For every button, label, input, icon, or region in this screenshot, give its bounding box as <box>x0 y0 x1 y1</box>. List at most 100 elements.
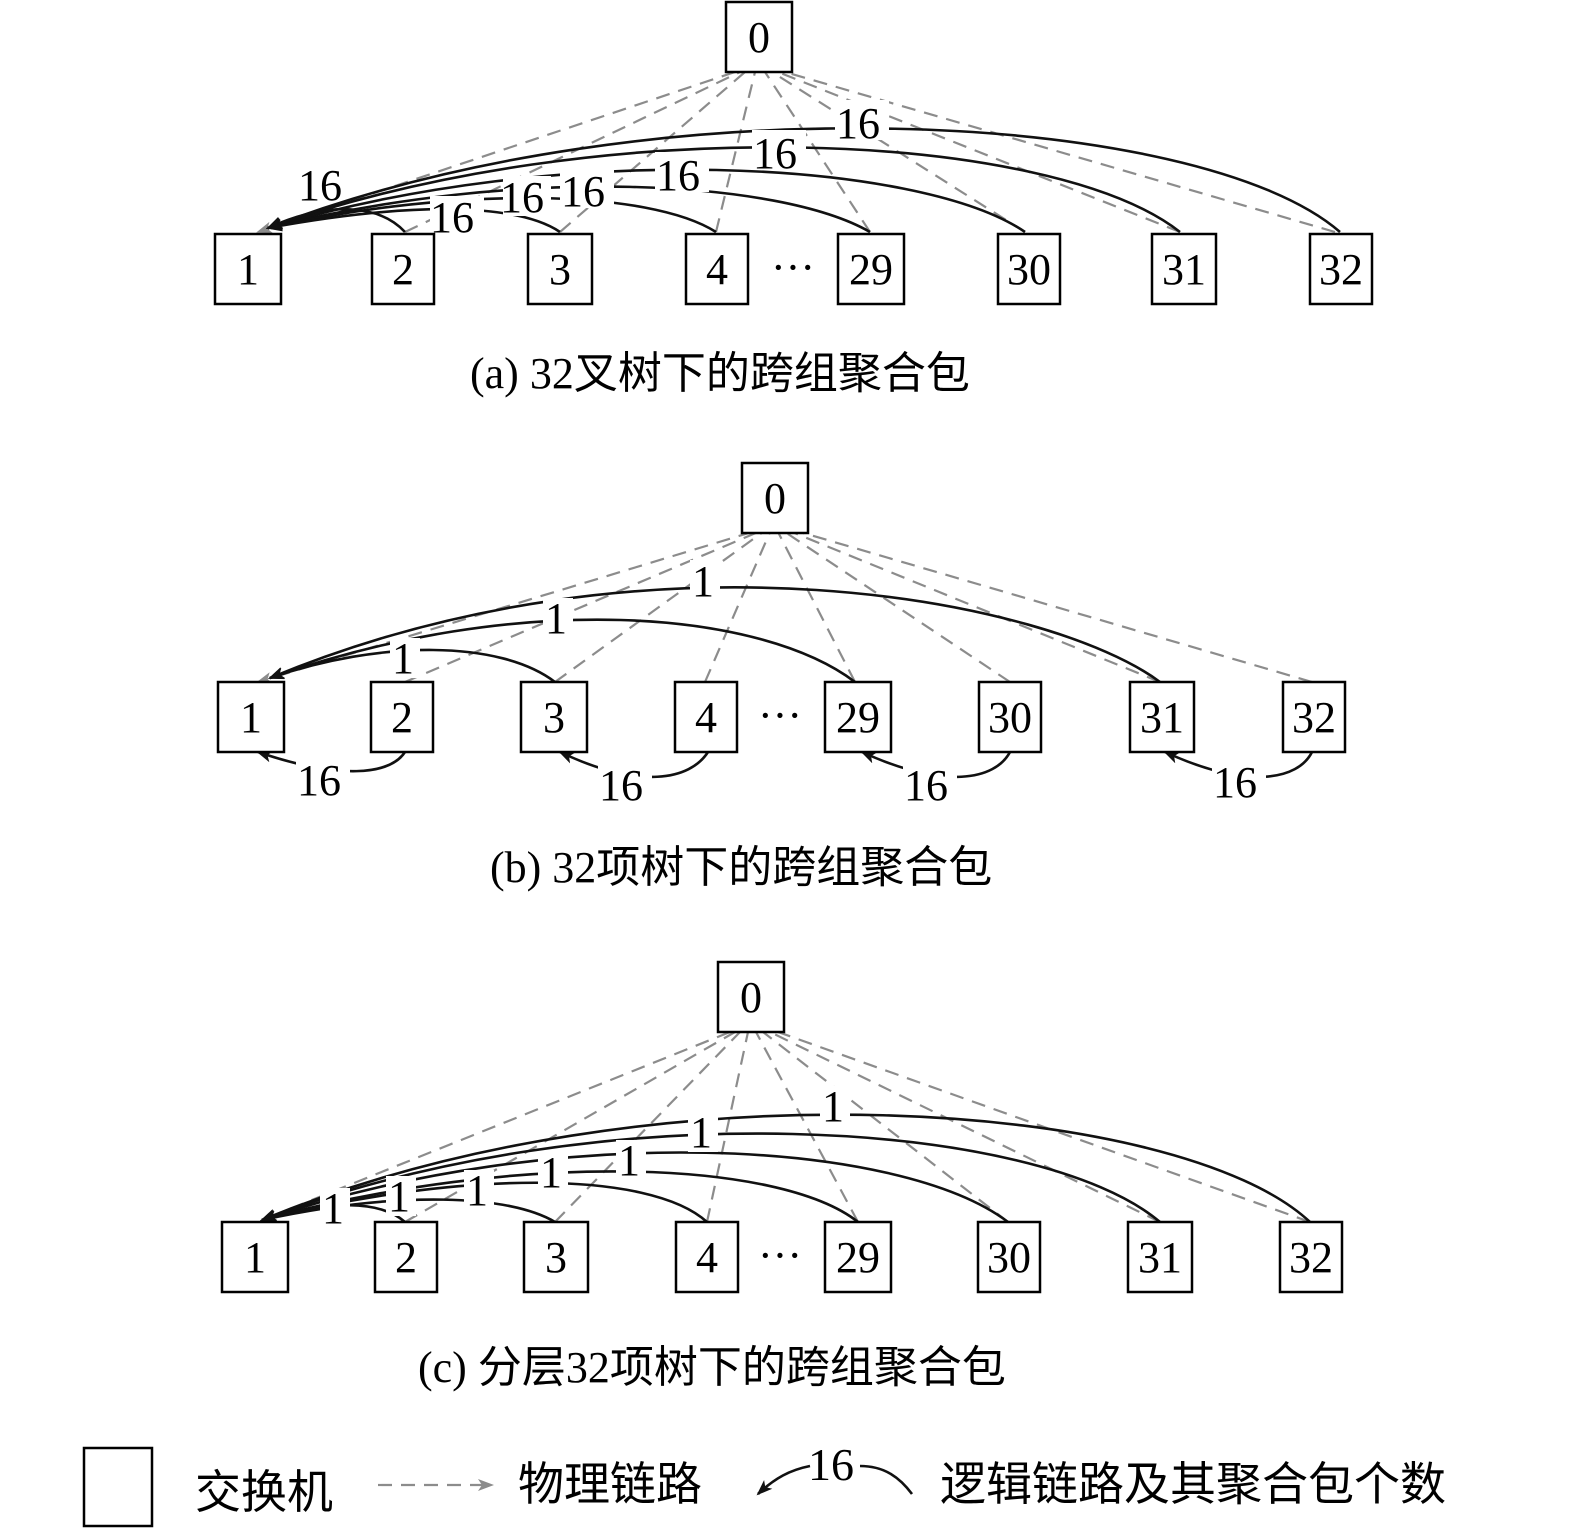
legend-logical-link-label: 逻辑链路及其聚合包个数 <box>940 1459 1446 1510</box>
node-a-3-label: 3 <box>549 245 571 294</box>
arc-label-b-0: 1 <box>692 557 714 606</box>
arc-label-c-3: 1 <box>540 1148 562 1197</box>
panel-b: 1 1 1 16 16 16 16 0 1 2 3 4 ··· <box>216 461 1347 892</box>
arc-labels-a: 16 16 16 16 16 16 16 <box>298 99 889 242</box>
node-b-1-label: 1 <box>240 693 262 742</box>
phys-link-b-31 <box>791 530 1161 684</box>
node-a-1-label: 1 <box>237 245 259 294</box>
arc-labels-c: 1 1 1 1 1 1 1 <box>320 1082 850 1233</box>
legend-physical-link-label: 物理链路 <box>518 1459 702 1510</box>
node-c-30-label: 30 <box>987 1233 1031 1282</box>
legend: 交换机 物理链路 16 逻辑链路及其聚合包个数 <box>82 1439 1446 1528</box>
arc-label-c-4: 1 <box>466 1166 488 1215</box>
node-c-29 <box>823 1220 893 1294</box>
node-b-30-label: 30 <box>988 693 1032 742</box>
nodes-a: 0 1 2 3 4 ··· 29 30 31 32 <box>213 0 1374 306</box>
node-b-3 <box>519 680 589 754</box>
ellipsis-a: ··· <box>771 243 815 292</box>
logic-link-c-3 <box>260 1198 556 1224</box>
node-b-29-label: 29 <box>836 693 880 742</box>
ellipsis-b: ··· <box>758 691 802 740</box>
node-b-4 <box>673 680 739 754</box>
node-a-root <box>724 0 794 74</box>
bottom-label-b-3: 16 <box>1213 758 1257 807</box>
phys-link-c-30 <box>762 1031 1009 1223</box>
phys-link-b-29 <box>777 531 856 683</box>
panel-a: 16 16 16 16 16 16 16 0 1 2 3 4 ··· <box>213 0 1374 398</box>
node-a-4-label: 4 <box>706 245 728 294</box>
logic-link-a-30 <box>266 168 1026 234</box>
logic-link-b-3 <box>268 648 556 684</box>
arc-labels-b: 1 1 1 16 16 16 16 <box>296 557 1266 810</box>
node-b-4-label: 4 <box>695 693 717 742</box>
phys-link-c-4 <box>705 1031 750 1223</box>
node-a-2-label: 2 <box>392 245 414 294</box>
node-b-31-label: 31 <box>1140 693 1184 742</box>
node-a-4 <box>684 232 750 306</box>
node-b-30 <box>977 680 1043 754</box>
physical-links-c <box>260 1030 1311 1224</box>
arc-label-a-1: 16 <box>753 129 797 178</box>
legend-switch-label: 交换机 <box>195 1467 333 1518</box>
arc-label-c-6: 1 <box>322 1184 344 1233</box>
arc-label-a-3: 16 <box>561 167 605 216</box>
node-a-30-label: 30 <box>1007 245 1051 294</box>
arc-label-b-2: 1 <box>392 634 414 683</box>
phys-link-a-29 <box>764 71 871 233</box>
node-a-3 <box>526 232 594 306</box>
legend-logical-link-count: 16 <box>808 1439 854 1490</box>
node-b-32-label: 32 <box>1292 693 1336 742</box>
nodes-b: 0 1 2 3 4 ··· 29 30 31 32 <box>216 461 1347 754</box>
phys-link-c-2 <box>404 1031 736 1223</box>
legend-logical-link-arrow-icon <box>756 1464 811 1496</box>
bottom-label-b-1: 16 <box>599 761 643 810</box>
node-c-31-label: 31 <box>1138 1233 1182 1282</box>
node-c-root-label: 0 <box>740 973 762 1022</box>
node-c-3-label: 3 <box>545 1233 567 1282</box>
phys-link-a-32 <box>784 70 1336 234</box>
phys-link-c-3 <box>554 1031 741 1223</box>
logic-link-b-4-3 <box>558 750 710 779</box>
logic-link-c-31 <box>260 1132 1161 1223</box>
physical-links-b <box>256 530 1313 684</box>
node-b-2 <box>369 680 435 754</box>
node-c-29-label: 29 <box>836 1233 880 1282</box>
phys-link-c-31 <box>769 1031 1161 1223</box>
phys-link-b-4 <box>703 531 772 683</box>
phys-link-b-3 <box>554 531 764 683</box>
node-c-2 <box>373 1220 439 1294</box>
node-c-3 <box>522 1220 590 1294</box>
legend-logical-link-tail-icon <box>859 1464 914 1495</box>
logic-link-b-29 <box>268 618 856 684</box>
node-b-31 <box>1128 680 1196 754</box>
phys-link-b-2 <box>404 530 759 684</box>
caption-b: (b) 32项树下的跨组聚合包 <box>490 843 992 892</box>
node-c-2-label: 2 <box>395 1233 417 1282</box>
arc-label-c-0: 1 <box>822 1082 844 1131</box>
node-b-29 <box>823 680 893 754</box>
node-a-1 <box>213 232 283 306</box>
node-a-29-label: 29 <box>849 245 893 294</box>
arc-label-c-2: 1 <box>618 1136 640 1185</box>
arc-label-a-6: 16 <box>298 161 342 210</box>
node-a-root-label: 0 <box>748 13 770 62</box>
logic-link-b-31 <box>268 586 1161 684</box>
node-c-4-label: 4 <box>696 1233 718 1282</box>
phys-link-b-32 <box>799 530 1313 684</box>
arc-label-a-4: 16 <box>500 173 544 222</box>
phys-link-a-2 <box>404 71 741 233</box>
node-c-1 <box>220 1220 290 1294</box>
node-b-root-label: 0 <box>764 474 786 523</box>
node-c-1-label: 1 <box>244 1233 266 1282</box>
bottom-label-b-0: 16 <box>297 756 341 805</box>
node-c-4 <box>674 1220 740 1294</box>
logic-link-b-30-29 <box>860 750 1012 779</box>
bottom-label-b-2: 16 <box>904 761 948 810</box>
node-a-29 <box>836 232 906 306</box>
phys-link-c-29 <box>755 1031 859 1223</box>
node-a-31 <box>1150 232 1218 306</box>
ellipsis-c: ··· <box>758 1231 802 1280</box>
logic-link-a-29 <box>266 185 871 234</box>
logic-link-a-31 <box>266 145 1181 234</box>
